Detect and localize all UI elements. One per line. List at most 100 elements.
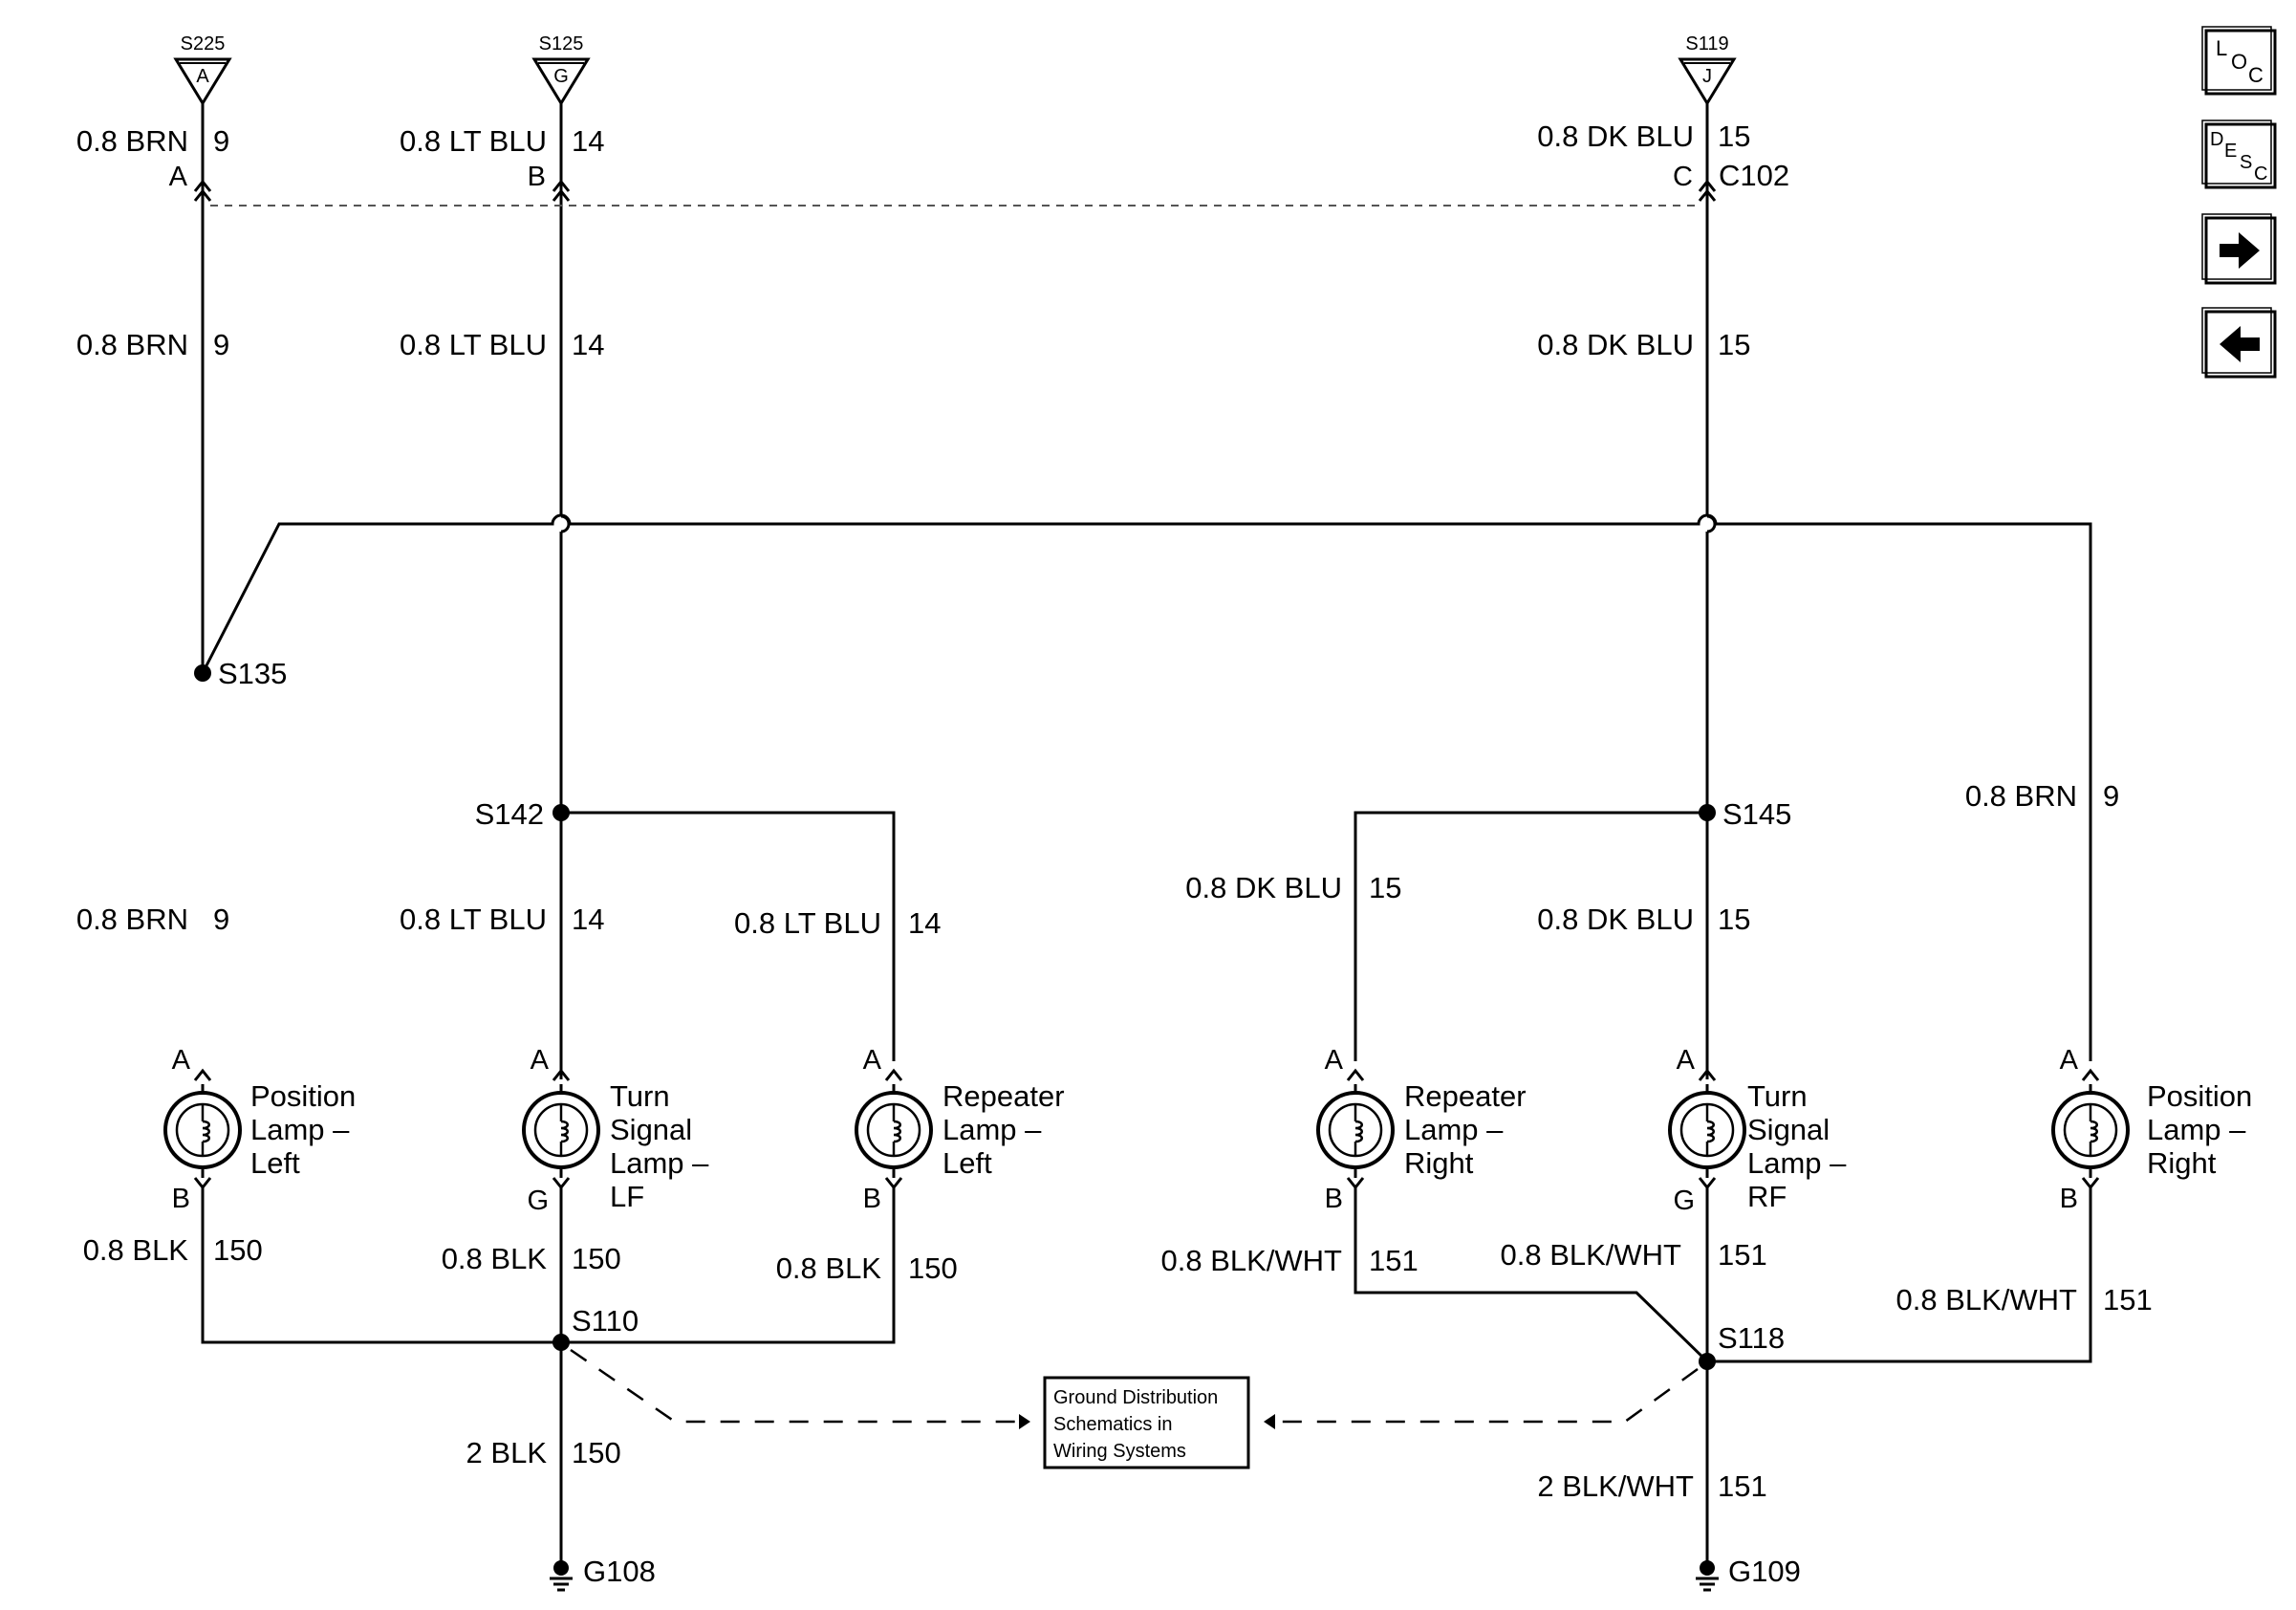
loc-letter: O — [2231, 50, 2247, 74]
splice-s142: S142 — [475, 797, 896, 1061]
wire-label: 0.8 BRN — [76, 124, 188, 158]
wire-label: 0.8 BLK — [442, 1242, 548, 1275]
lamp-name: Right — [1404, 1146, 1474, 1180]
desc-letter: C — [2254, 163, 2267, 185]
lamp-position-left: A B Position Lamp – Left — [163, 1045, 356, 1214]
lamp-bulb-icon — [1668, 1091, 1746, 1169]
splice-label: S118 — [1718, 1321, 1785, 1355]
c102-label: C102 — [1719, 159, 1789, 192]
circuit-number: 14 — [572, 328, 604, 361]
circuit-number: 15 — [1718, 903, 1750, 936]
lamp-name: Repeater — [1404, 1079, 1527, 1113]
wire-label: 2 BLK — [466, 1436, 548, 1469]
lamp-repeater-left: A B Repeater Lamp – Left — [855, 1045, 1065, 1214]
loc-letter: L — [2216, 36, 2227, 60]
pin-label: A — [1677, 1045, 1696, 1076]
cavity-label: G — [553, 66, 569, 87]
connector-label: S125 — [539, 33, 584, 54]
desc-letter: E — [2224, 141, 2237, 162]
desc-button[interactable]: D E S C — [2201, 120, 2277, 189]
lamp-turn-signal-rf: A G Turn Signal Lamp – RF — [1668, 1045, 1847, 1216]
circuit-number: 151 — [1718, 1469, 1767, 1503]
pin-label: G — [527, 1186, 549, 1216]
splice-label: S135 — [218, 657, 287, 690]
pin-label: A — [2060, 1045, 2079, 1076]
ground-icon — [1694, 1577, 1721, 1592]
lamp-name: Lamp – — [2147, 1113, 2246, 1146]
wire-label: 0.8 LT BLU — [400, 903, 547, 936]
circuit-number: 9 — [213, 903, 229, 936]
circuit-number: 151 — [1718, 1238, 1767, 1272]
circuit-number: 15 — [1718, 120, 1750, 153]
lamp-bulb-icon — [1316, 1091, 1395, 1169]
wire-label: 0.8 LT BLU — [400, 328, 547, 361]
circuit-number: 150 — [213, 1233, 263, 1267]
wire-label: 0.8 BLK — [83, 1233, 189, 1267]
circuit-number: 9 — [2103, 779, 2119, 813]
pin-label: A — [172, 1045, 191, 1076]
lamp-repeater-right: A B Repeater Lamp – Right — [1316, 1045, 1527, 1214]
pin-label: G — [1673, 1186, 1695, 1216]
prev-page-button[interactable] — [2201, 307, 2277, 379]
c102-pin-a: A — [169, 162, 188, 192]
lamp-name: Position — [2147, 1079, 2252, 1113]
wire-label: 0.8 BLK/WHT — [1501, 1238, 1682, 1272]
cross-wire-brn — [201, 513, 2092, 1061]
desc-letter: S — [2240, 152, 2252, 173]
circuit-number: 9 — [213, 124, 229, 158]
pin-label: B — [2060, 1184, 2078, 1214]
circuit-number: 14 — [908, 906, 941, 940]
splice-s135: S135 — [194, 657, 287, 690]
lamp-name: Lamp – — [1747, 1146, 1847, 1180]
source-connector-s119: S119 J — [1678, 33, 1737, 106]
splice-label: S110 — [572, 1304, 639, 1338]
lamp-name: Position — [250, 1079, 356, 1113]
lamp-bulb-icon — [522, 1091, 600, 1169]
top-wire-labels: 0.8 BRN 9 0.8 LT BLU 14 0.8 DK BLU 15 — [76, 120, 1751, 158]
wire-label: 0.8 DK BLU — [1537, 903, 1694, 936]
lamp-bulb-icon — [163, 1091, 242, 1169]
ground-label: G109 — [1728, 1555, 1801, 1588]
ground-distribution-link[interactable]: Ground Distribution Schematics in Wiring… — [570, 1348, 1699, 1469]
ground-wires-left: S110 — [201, 1187, 896, 1568]
desc-icon: D E S C — [2210, 129, 2267, 185]
lamp-name: Turn — [610, 1079, 670, 1113]
wire-label: 0.8 LT BLU — [734, 906, 881, 940]
lamp-name: Lamp – — [610, 1146, 709, 1180]
loc-button[interactable]: L O C — [2201, 26, 2277, 96]
lamp-turn-signal-lf: A G Turn Signal Lamp – LF — [522, 1045, 709, 1216]
lamp-name: Right — [2147, 1146, 2217, 1180]
wire-label: 0.8 BLK — [776, 1251, 882, 1285]
loc-letter: C — [2248, 63, 2264, 87]
lamp-bulb-icon — [855, 1091, 933, 1169]
circuit-number: 15 — [1369, 871, 1401, 904]
lamp-name: Signal — [1747, 1113, 1830, 1146]
circuit-number: 14 — [572, 124, 604, 158]
arrow-left-icon — [2220, 326, 2260, 362]
wire-label: 0.8 BLK/WHT — [1896, 1283, 2078, 1316]
lamp-name: Lamp – — [250, 1113, 350, 1146]
ground-label: G108 — [583, 1555, 656, 1588]
ground-g109: G109 — [1694, 1555, 1801, 1592]
wire-label: 0.8 DK BLU — [1537, 328, 1694, 361]
reference-text: Wiring Systems — [1053, 1441, 1186, 1462]
wire-label: 0.8 BRN — [76, 328, 188, 361]
pin-label: B — [172, 1184, 190, 1214]
lamp-name: Turn — [1747, 1079, 1808, 1113]
branch-wire-labels: 0.8 BRN 9 0.8 LT BLU 14 0.8 LT BLU 14 0.… — [76, 779, 2119, 940]
wire-label: 0.8 LT BLU — [400, 124, 547, 158]
connector-label: S225 — [181, 33, 226, 54]
lamp-name: Signal — [610, 1113, 692, 1146]
circuit-number: 150 — [908, 1251, 958, 1285]
wire-label: 0.8 DK BLU — [1537, 120, 1694, 153]
ground-g108: G108 — [548, 1555, 656, 1592]
next-page-button[interactable] — [2201, 213, 2277, 285]
circuit-number: 14 — [572, 903, 604, 936]
lamp-name: Repeater — [942, 1079, 1065, 1113]
lamp-name: RF — [1747, 1180, 1787, 1213]
source-connector-s125: S125 G — [531, 33, 591, 106]
ground-wire-labels: 0.8 BLK 150 0.8 BLK 150 0.8 BLK 150 0.8 … — [83, 1233, 2153, 1503]
connector-c102: A B C C102 — [169, 159, 1789, 207]
wire-label: 2 BLK/WHT — [1537, 1469, 1694, 1503]
